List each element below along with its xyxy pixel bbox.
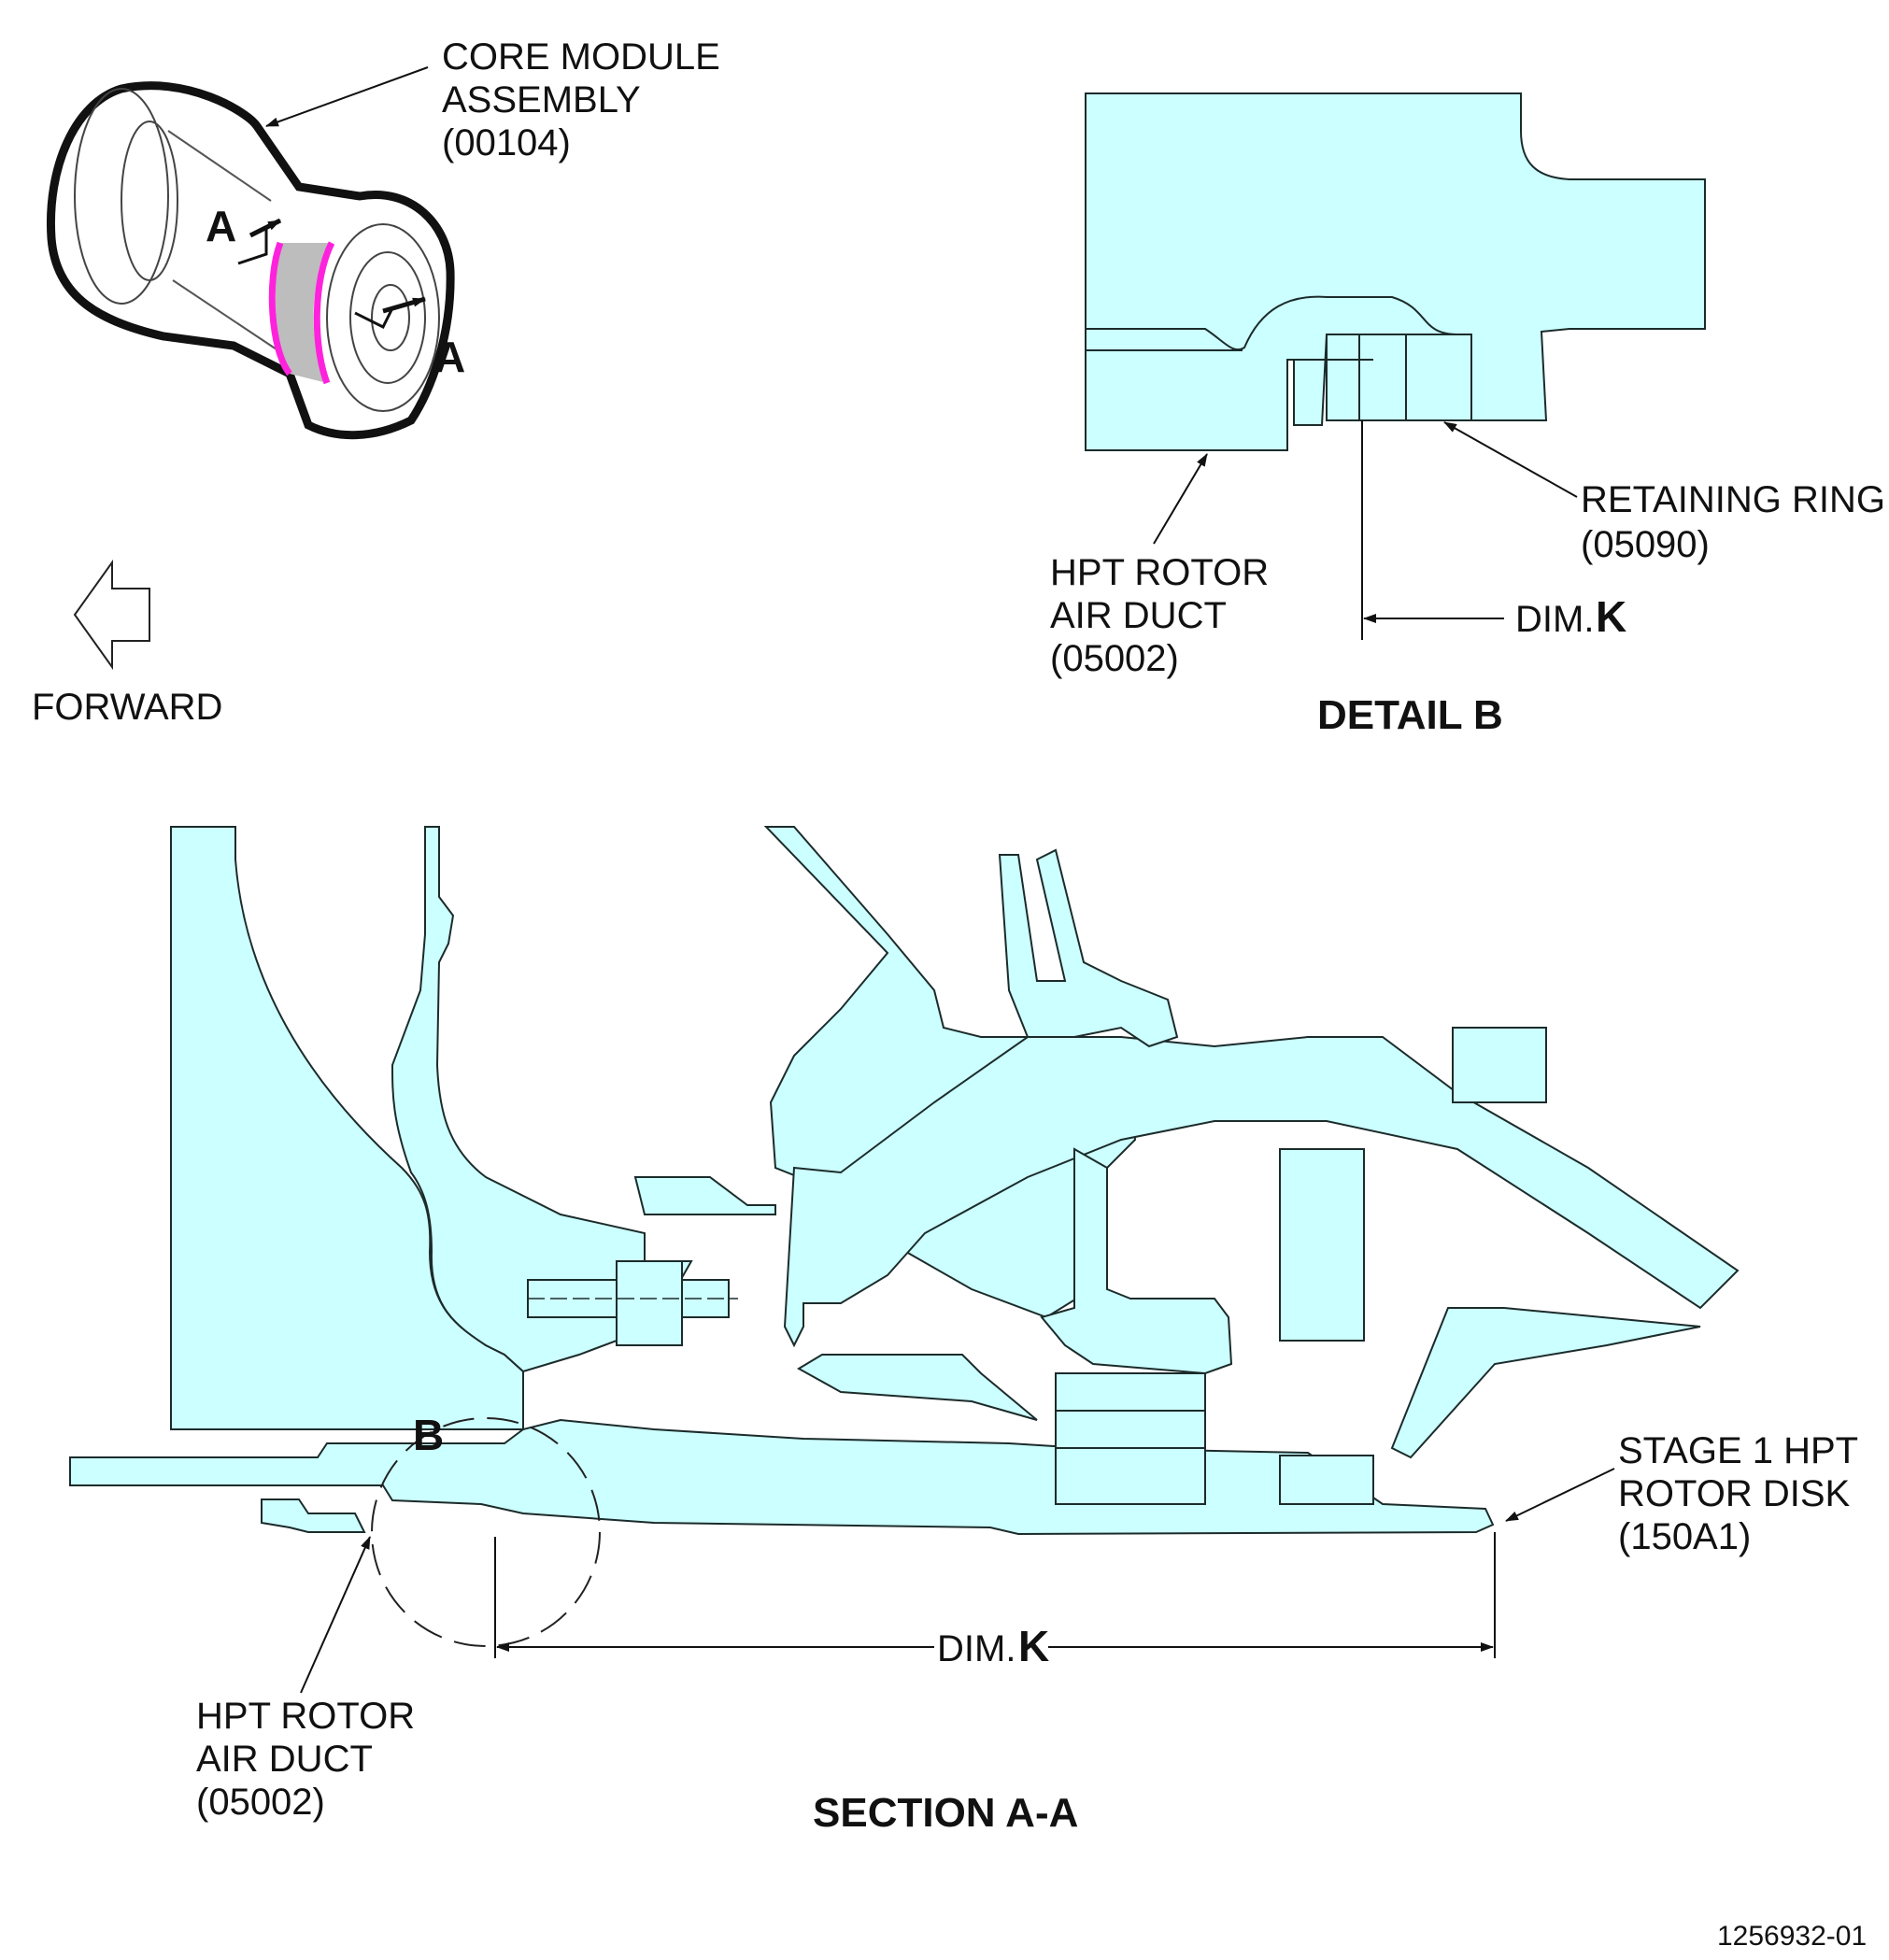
section-dim-letter: K (1018, 1622, 1049, 1670)
core-module-label-line-3: (00104) (442, 122, 571, 163)
section-nozzle-vanes (998, 848, 1179, 1048)
core-module-label-line-1: CORE MODULE (442, 36, 720, 78)
section-arrow-bottom (382, 296, 426, 314)
section-mid-seal-arm (797, 1354, 1038, 1421)
section-air-duct-label-line-2: AIR DUCT (196, 1739, 373, 1780)
highlight-ring-fwd (268, 241, 292, 376)
detail-b-dim-prefix: DIM. (1515, 599, 1594, 640)
core-module-isometric: A A (46, 81, 465, 440)
section-casing-forward (170, 826, 524, 1430)
section-aft-seal-arm (1390, 1307, 1701, 1459)
section-aft-casing-block (1452, 1027, 1547, 1103)
core-module-leader (265, 66, 429, 127)
core-module-label: CORE MODULE ASSEMBLY (00104) (265, 36, 720, 163)
section-fwd-flange (261, 1498, 366, 1533)
section-aft-bracket (1279, 1148, 1365, 1342)
front-flange (74, 88, 169, 305)
section-aa: B DIM. K HPT ROTOR AIR DUCT (05002) STAG… (69, 826, 1858, 1836)
detail-b-retaining-ring (1326, 334, 1472, 421)
aft-face-ring-2 (349, 251, 426, 384)
section-cut-line-top (237, 227, 268, 265)
detail-b-retaining-ring-leader (1443, 421, 1578, 498)
detail-b-air-duct-leader (1153, 453, 1208, 545)
section-air-duct-label-line-1: HPT ROTOR (196, 1696, 415, 1737)
section-marker-a-top: A (206, 202, 236, 250)
section-air-duct-label-line-3: (05002) (196, 1782, 325, 1823)
aft-face-ring-3 (371, 284, 410, 351)
detail-b-air-duct-label-line-2: AIR DUCT (1050, 595, 1227, 636)
section-fwd-seal-land (633, 1176, 776, 1215)
highlight-ring-aft (313, 241, 335, 385)
detail-b-retaining-ring-label-line-1: RETAINING RING (1581, 479, 1885, 520)
aft-face-ring-1 (326, 223, 440, 412)
section-rotor-disk-label-line-2: ROTOR DISK (1618, 1473, 1851, 1514)
section-cut-line-bottom (354, 307, 394, 330)
detail-b-dim-letter: K (1596, 592, 1626, 641)
detail-b-air-duct-label-line-1: HPT ROTOR (1050, 552, 1269, 593)
section-air-duct-leader (300, 1536, 371, 1694)
section-dim-prefix: DIM. (937, 1628, 1016, 1669)
forward-label: FORWARD (32, 687, 222, 728)
section-rotor-disk-label-line-1: STAGE 1 HPT (1618, 1430, 1858, 1471)
detail-b-duct-contour (1086, 295, 1458, 351)
section-aa-title: SECTION A-A (813, 1790, 1078, 1836)
detail-b-title: DETAIL B (1317, 692, 1503, 738)
section-marker-a-bottom: A (434, 333, 465, 381)
section-disk-seal (1279, 1455, 1374, 1505)
section-rotor-disk-leader (1505, 1468, 1615, 1522)
detail-b-marker: B (413, 1411, 444, 1459)
section-nut (616, 1260, 683, 1346)
front-cone (121, 121, 178, 281)
detail-b-air-duct-label-line-3: (05002) (1050, 638, 1179, 679)
forward-arrow-icon (73, 559, 150, 671)
detail-b: DIM. K HPT ROTOR AIR DUCT (05002) RETAIN… (1050, 92, 1885, 738)
section-arrow-top (249, 218, 282, 238)
section-main-shaft (69, 1418, 1495, 1536)
figure-number: 1256932-01 (1717, 1921, 1867, 1952)
section-hub (1055, 1372, 1206, 1505)
section-forward-strut (391, 826, 693, 1373)
forward-indicator: FORWARD (32, 559, 222, 728)
detail-b-callout-circle (371, 1417, 601, 1647)
section-rotor-disk-label-line-3: (150A1) (1618, 1516, 1751, 1557)
detail-b-retaining-ring-label-line-2: (05090) (1581, 524, 1710, 565)
core-module-label-line-2: ASSEMBLY (442, 79, 641, 121)
